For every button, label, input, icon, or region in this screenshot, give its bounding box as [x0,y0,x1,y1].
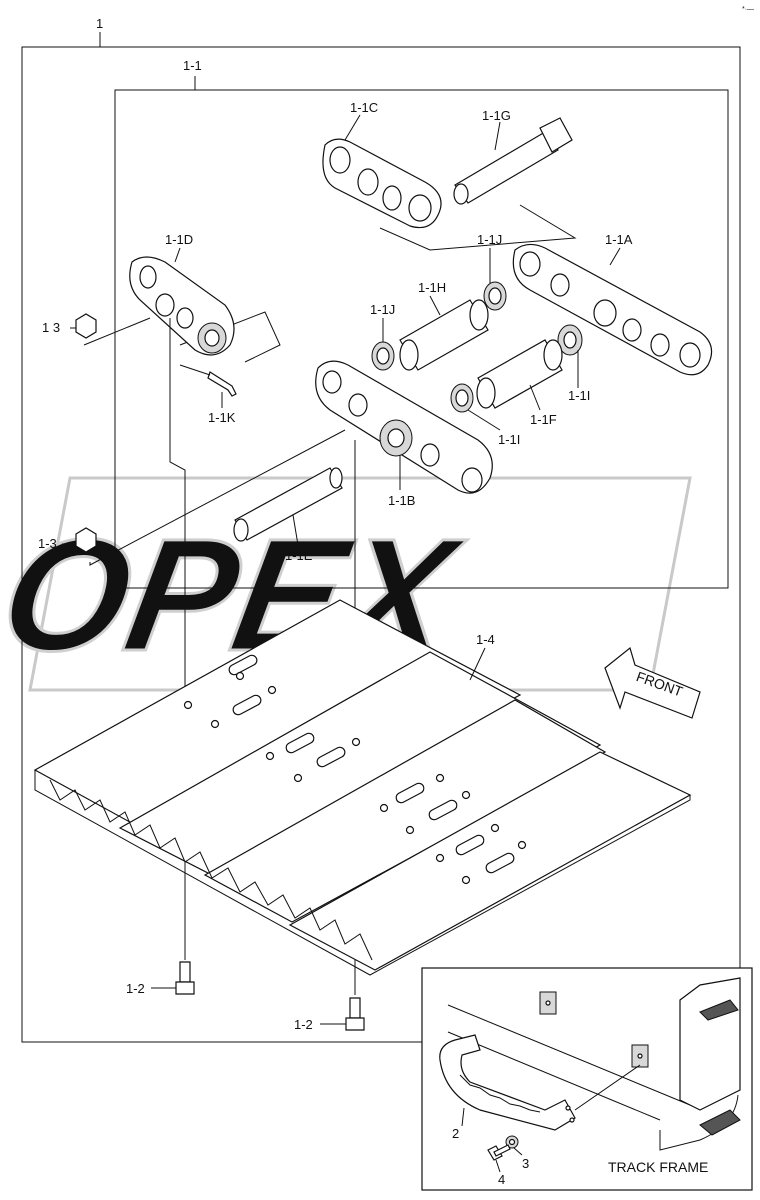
label-bolt-small: 4 [498,1172,505,1187]
seal-1-1j-top: 1-1J [477,232,507,311]
seal-1-1i-mid: 1-1I [450,383,520,447]
label-seal-i-mid: 1-1I [498,432,520,447]
label-bush-f: 1-1F [530,412,557,427]
label-track-frame: TRACK FRAME [608,1159,708,1175]
link-1-1b: 1-1B [315,360,493,508]
pin-1-1k: 1-1K [179,364,237,425]
label-pin-e: 1-1E [285,548,313,563]
bush-1-1f: 1-1F [476,339,563,427]
label-bush-h: 1-1H [418,280,446,295]
label-link-d: 1-1D [165,232,193,247]
nut-1-3-bottom: 1-3 [38,429,346,566]
track-shoes-1-4: 1-4 [33,599,692,976]
label-link-assembly: 1-1 [183,58,202,73]
label-nut-top: 1 3 [42,320,60,335]
bush-1-1h: 1-1H [399,280,489,371]
bolt-1-2-left: 1-2 [126,961,195,996]
pin-1-1e: 1-1E [233,467,343,563]
link-1-1c: 1-1C [322,100,442,229]
link-assembly-frame: 1-1 [114,58,729,589]
pin-1-1g: 1-1G [453,108,573,205]
label-nut-bottom: 1-3 [38,536,57,551]
label-bolt-left: 1-2 [126,981,145,996]
label-seal-i-right: 1-1I [568,388,590,403]
label-washer: 3 [522,1156,529,1171]
front-arrow: FRONT [604,646,701,719]
label-link-b: 1-1B [388,493,415,508]
guard-2: 2 [439,1034,576,1141]
shoe-holes [183,654,527,885]
label-assembly: 1 [96,16,103,31]
seal-1-1j-mid: 1-1J [370,302,395,371]
bolt-1-2-right: 1-2 [294,997,365,1032]
label-bolt-right: 1-2 [294,1017,313,1032]
label-guard: 2 [452,1126,459,1141]
corner-mark: *·— [742,6,754,13]
label-shoe: 1-4 [476,632,495,647]
label-pin-k: 1-1K [208,410,236,425]
washer-3: 3 [505,1135,529,1171]
link-1-1a: 1-1A [512,232,713,376]
link-1-1d: 1-1D [129,232,235,356]
label-link-a: 1-1A [605,232,633,247]
label-pin-g: 1-1G [482,108,511,123]
label-link-c: 1-1C [350,100,378,115]
bolt-4: 4 [487,1144,511,1187]
label-seal-j-mid: 1-1J [370,302,395,317]
seal-1-1i-right: 1-1I [557,324,590,403]
track-frame-inset: 2 3 4 TRACK FRAME [421,967,753,1191]
nut-1-3-top: 1 3 [42,313,151,346]
label-seal-j-top: 1-1J [477,232,502,247]
